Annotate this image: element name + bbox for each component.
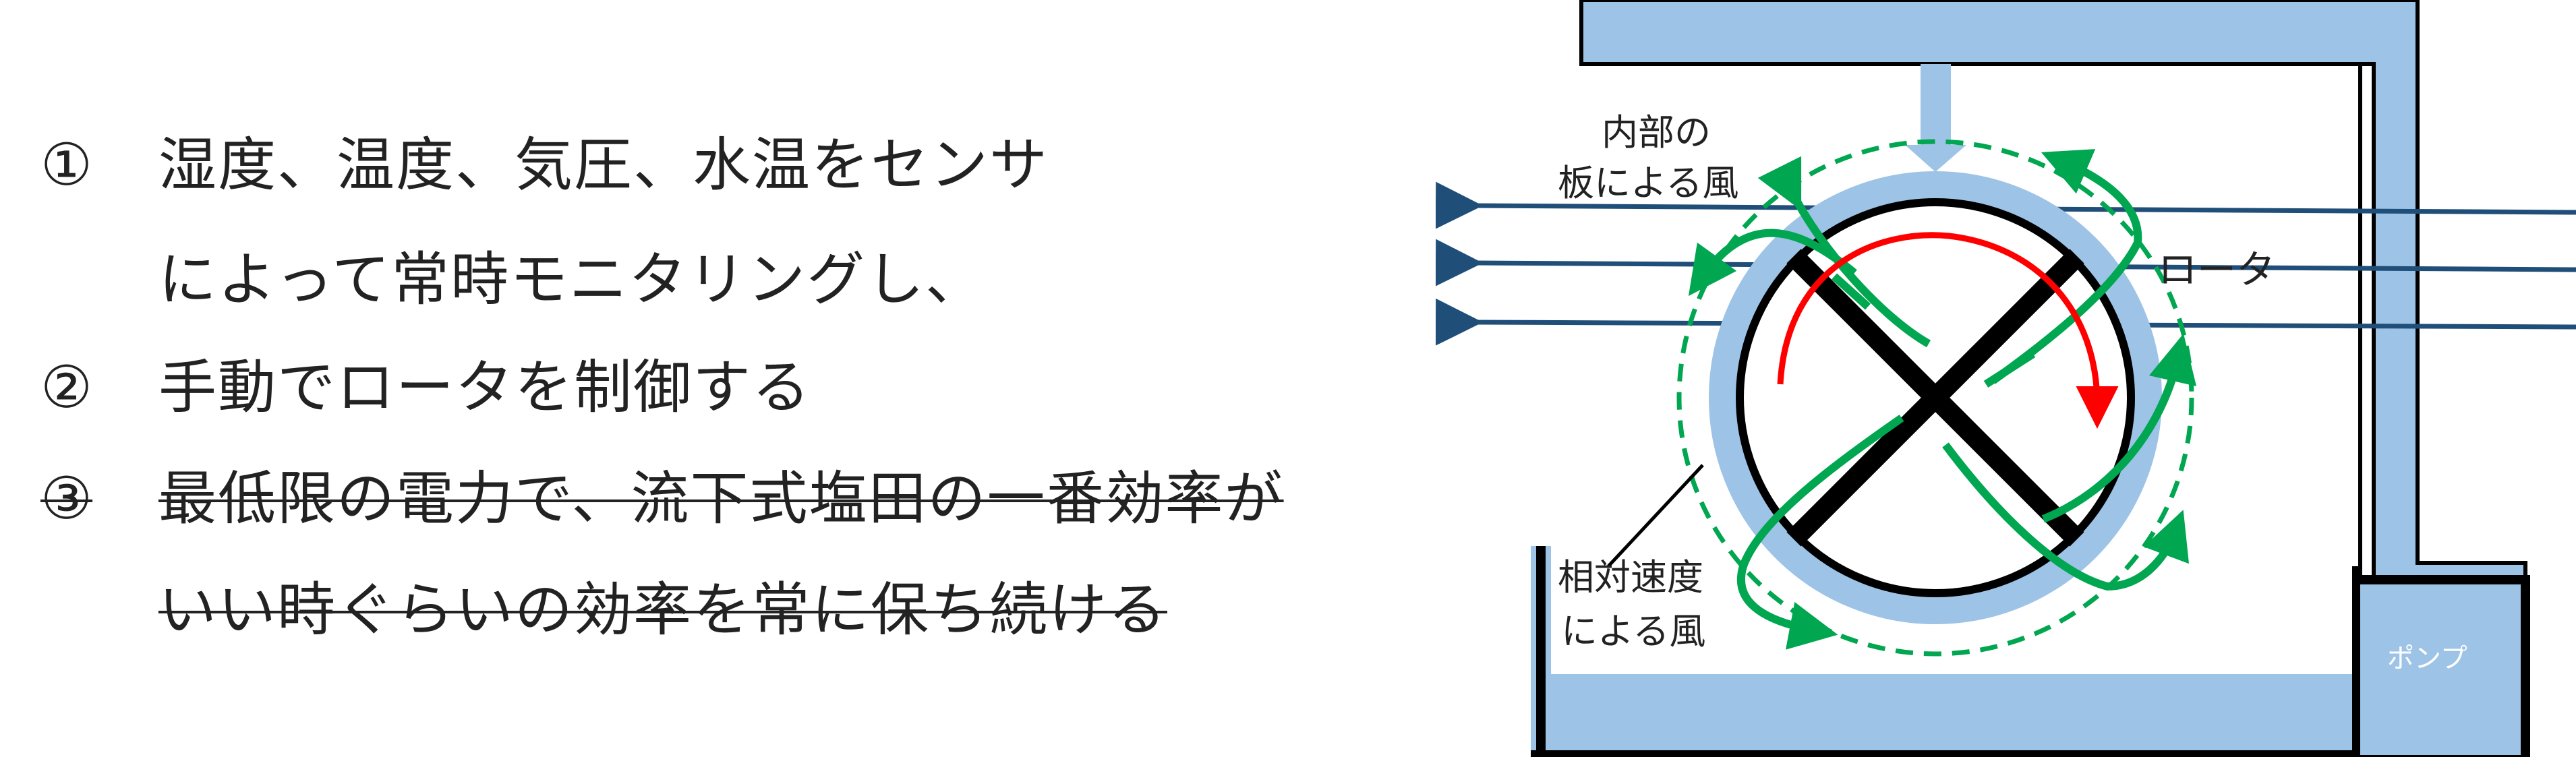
internal-wind-arrow-7 (1831, 273, 1871, 310)
internal-wind-label-line1: 内部の (1602, 111, 1711, 154)
pump-outlet (2360, 580, 2529, 755)
pump-label: ポンプ (2387, 643, 2467, 674)
lower-tank (1531, 546, 2482, 757)
rotor-blade-2 (1786, 249, 2084, 547)
internal-wind-arrow-6 (2041, 333, 2197, 523)
item-3-line-1: 最低限の電力で、流下式塩田の一番効率が (158, 465, 1284, 533)
relative-wind-label-line2: による風 (1561, 610, 1705, 653)
item-list: ① 湿度、温度、気圧、水温をセンサ によって常時モニタリングし、 ② 手動でロー… (40, 131, 1284, 644)
internal-wind-arrow-4 (1942, 442, 2190, 591)
feed-pipe (1921, 64, 1951, 152)
feed-pipe-arrow (1905, 145, 1966, 172)
relative-wind-label-line1: 相対速度 (1558, 556, 1703, 599)
item-1-line-2: によって常時モニタリングし、 (158, 246, 985, 313)
internal-wind-arrow-2 (1990, 149, 2142, 384)
internal-wind-arrow-3 (1736, 415, 1904, 650)
internal-wind-label-line2: 板による風 (1558, 162, 1738, 204)
pump-outline (2360, 575, 2530, 757)
internal-wind-arrow-5 (1688, 229, 1857, 297)
relative-wind-loop (1676, 139, 2194, 657)
rotor-label: ロータ (2158, 247, 2275, 293)
item-3-line-2: いい時ぐらいの効率を常に保ち続ける (158, 576, 1167, 644)
item-2-line-1: 手動でロータを制御する (158, 354, 811, 421)
item-1-number: ① (40, 131, 93, 199)
rotor-ring (1709, 171, 2162, 624)
item-2-number: ② (40, 354, 93, 421)
rotation-arrow (1777, 232, 2119, 429)
item-3-number: ③ (40, 465, 93, 533)
item-1-line-1: 湿度、温度、気圧、水温をセンサ (158, 131, 1049, 199)
upper-housing (1579, 0, 2527, 757)
internal-wind-arrow-1 (1757, 156, 1931, 348)
internal-wind-arrow-8 (1983, 350, 2036, 388)
relative-wind-leader (1607, 464, 1704, 568)
